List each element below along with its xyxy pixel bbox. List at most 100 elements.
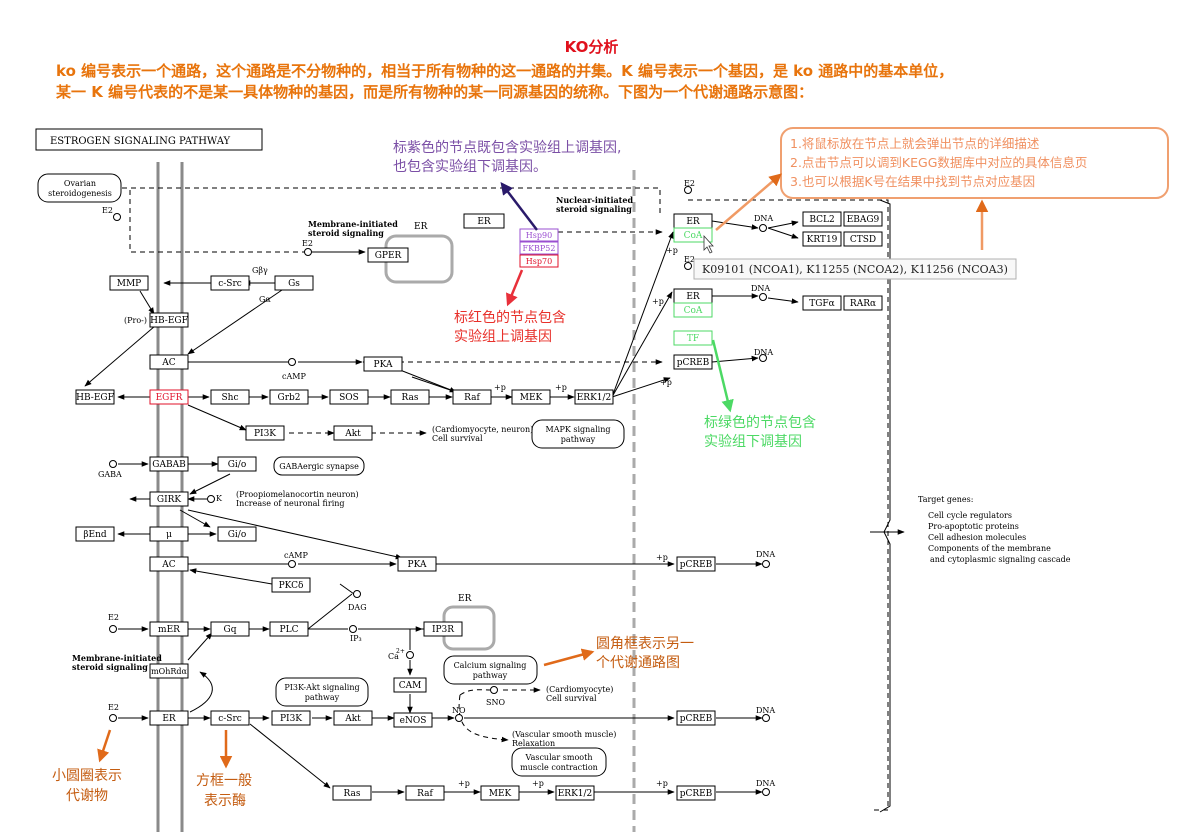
metabolite-k <box>207 495 215 503</box>
svg-text:βEnd: βEnd <box>83 530 107 540</box>
svg-text:μ: μ <box>166 530 172 540</box>
svg-text:MEK: MEK <box>520 393 543 403</box>
node-erk-1[interactable]: ERK1/2 <box>574 389 614 405</box>
node-ctsd[interactable]: CTSD <box>843 231 883 247</box>
node-coa-1[interactable]: CoA <box>673 227 713 243</box>
svg-text:EBAG9: EBAG9 <box>847 215 880 225</box>
svg-text:(Pro-): (Pro-) <box>124 316 147 325</box>
svg-text:pCREB: pCREB <box>680 714 713 724</box>
node-sos[interactable]: SOS <box>329 389 369 405</box>
svg-text:Relaxation: Relaxation <box>512 739 555 748</box>
node-ras-1[interactable]: Ras <box>390 389 430 405</box>
node-mek-1[interactable]: MEK <box>511 389 551 405</box>
metabolites[interactable] <box>109 186 770 796</box>
node-hsp90[interactable]: Hsp90 <box>519 228 559 242</box>
node-plc[interactable]: PLC <box>269 621 309 637</box>
node-cam[interactable]: CAM <box>393 677 427 693</box>
map-pi3k-akt-signaling[interactable]: PI3K-Akt signaling pathway <box>275 677 369 707</box>
node-krt19[interactable]: KRT19 <box>802 231 842 247</box>
node-mmp[interactable]: MMP <box>109 275 149 291</box>
node-c-src[interactable]: c-Src <box>210 275 250 291</box>
node-egfr[interactable]: EGFR <box>149 389 189 405</box>
svg-text:DNA: DNA <box>756 779 775 788</box>
node-akt-2[interactable]: Akt <box>333 710 373 726</box>
svg-text:DNA: DNA <box>754 214 773 223</box>
map-ovarian-steroidogenesis[interactable]: Ovarian steroidogenesis <box>37 173 122 203</box>
node-gs[interactable]: Gs <box>274 275 314 291</box>
svg-text:Gβγ: Gβγ <box>252 266 268 275</box>
svg-text:steroid signaling: steroid signaling <box>556 204 632 214</box>
node-ip3r[interactable]: IP3R <box>423 621 463 637</box>
node-erk-2[interactable]: ERK1/2 <box>555 785 595 801</box>
svg-text:PI3K: PI3K <box>280 714 302 724</box>
node-pcreb-4[interactable]: pCREB <box>676 785 716 801</box>
node-mer[interactable]: mER <box>149 621 189 637</box>
metabolite-dna <box>762 560 770 568</box>
node-pkcd[interactable]: PKCδ <box>271 577 311 593</box>
node-pi3k-2[interactable]: PI3K <box>271 710 311 726</box>
node-bend[interactable]: βEnd <box>75 526 115 542</box>
node-akt-1[interactable]: Akt <box>333 425 373 441</box>
node-c-src-2[interactable]: c-Src <box>210 710 250 726</box>
node-er-nuclear-2[interactable]: ER <box>673 288 713 304</box>
node-gq[interactable]: Gq <box>210 621 250 637</box>
svg-text:DNA: DNA <box>754 348 773 357</box>
svg-text:CTSD: CTSD <box>850 235 876 245</box>
node-ras-2[interactable]: Ras <box>332 785 372 801</box>
svg-text:E2: E2 <box>102 206 113 215</box>
map-gabaergic-synapse[interactable]: GABAergic synapse <box>273 456 365 476</box>
node-gio-1[interactable]: Gi/o <box>217 456 257 472</box>
node-bcl2[interactable]: BCL2 <box>802 211 842 227</box>
node-mohrda[interactable]: mOhRdα <box>149 663 189 679</box>
node-pcreb-1[interactable]: pCREB <box>673 354 713 370</box>
node-rara[interactable]: RARα <box>843 295 883 311</box>
node-gper[interactable]: GPER <box>367 247 409 263</box>
svg-text:K09101 (NCOA1), K11255 (NCOA2): K09101 (NCOA1), K11255 (NCOA2), K11256 (… <box>702 263 1008 276</box>
map-vascular-smooth-muscle[interactable]: Vascular smooth muscle contraction <box>511 747 607 777</box>
node-girk[interactable]: GIRK <box>149 491 189 507</box>
node-er[interactable]: ER <box>463 213 505 229</box>
node-raf-1[interactable]: Raf <box>452 389 492 405</box>
node-tgfa[interactable]: TGFα <box>802 295 842 311</box>
svg-text:AC: AC <box>161 358 175 368</box>
svg-text:c-Src: c-Src <box>218 714 242 724</box>
node-pka-1[interactable]: PKA <box>363 356 403 372</box>
svg-text:PI3K-Akt signaling: PI3K-Akt signaling <box>284 683 359 692</box>
node-ac-1[interactable]: AC <box>149 354 189 370</box>
svg-text:BCL2: BCL2 <box>809 215 834 225</box>
node-ebag9[interactable]: EBAG9 <box>843 211 883 227</box>
node-shc[interactable]: Shc <box>210 389 250 405</box>
svg-text:GABAergic synapse: GABAergic synapse <box>279 462 359 471</box>
map-calcium-signaling[interactable]: Calcium signaling pathway <box>443 655 538 685</box>
node-pi3k-1[interactable]: PI3K <box>245 425 285 441</box>
node-fkbp52[interactable]: FKBP52 <box>519 241 559 255</box>
node-pka-2[interactable]: PKA <box>397 556 437 572</box>
node-grb2[interactable]: Grb2 <box>269 389 309 405</box>
node-raf-2[interactable]: Raf <box>405 785 445 801</box>
node-coa-2[interactable]: CoA <box>673 302 713 318</box>
node-er-nuclear-1[interactable]: ER <box>673 213 713 229</box>
node-hsp70[interactable]: Hsp70 <box>519 254 559 268</box>
node-gio-2[interactable]: Gi/o <box>217 526 257 542</box>
node-pcreb-2[interactable]: pCREB <box>676 556 716 572</box>
node-er-membrane[interactable]: ER <box>149 710 189 726</box>
node-gabab[interactable]: GABAB <box>149 456 189 472</box>
node-ac-2[interactable]: AC <box>149 556 189 572</box>
svg-text:Calcium signaling: Calcium signaling <box>454 661 527 670</box>
map-mapk-signaling[interactable]: MAPK signaling pathway <box>531 419 625 449</box>
svg-text:Raf: Raf <box>464 393 480 403</box>
svg-text:RARα: RARα <box>850 299 876 309</box>
node-mek-2[interactable]: MEK <box>480 785 520 801</box>
svg-text:2+: 2+ <box>396 648 405 655</box>
node-enos[interactable]: eNOS <box>393 712 433 728</box>
svg-text:个代谢通路图: 个代谢通路图 <box>596 655 680 671</box>
node-hb-egf[interactable]: HB-EGF <box>75 389 115 405</box>
node-tf[interactable]: TF <box>673 330 713 346</box>
svg-text:Ovarian: Ovarian <box>64 179 96 188</box>
svg-text:标紫色的节点既包含实验组上调基因,: 标紫色的节点既包含实验组上调基因, <box>393 139 621 156</box>
node-hb-egf-membrane[interactable]: HB-EGF <box>149 312 189 328</box>
intro-line-2: 某一 K 编号代表的不是某一具体物种的基因，而是所有物种的某一同源基因的统称。下… <box>56 83 814 101</box>
node-mu[interactable]: μ <box>149 526 189 542</box>
node-pcreb-3[interactable]: pCREB <box>676 710 716 726</box>
